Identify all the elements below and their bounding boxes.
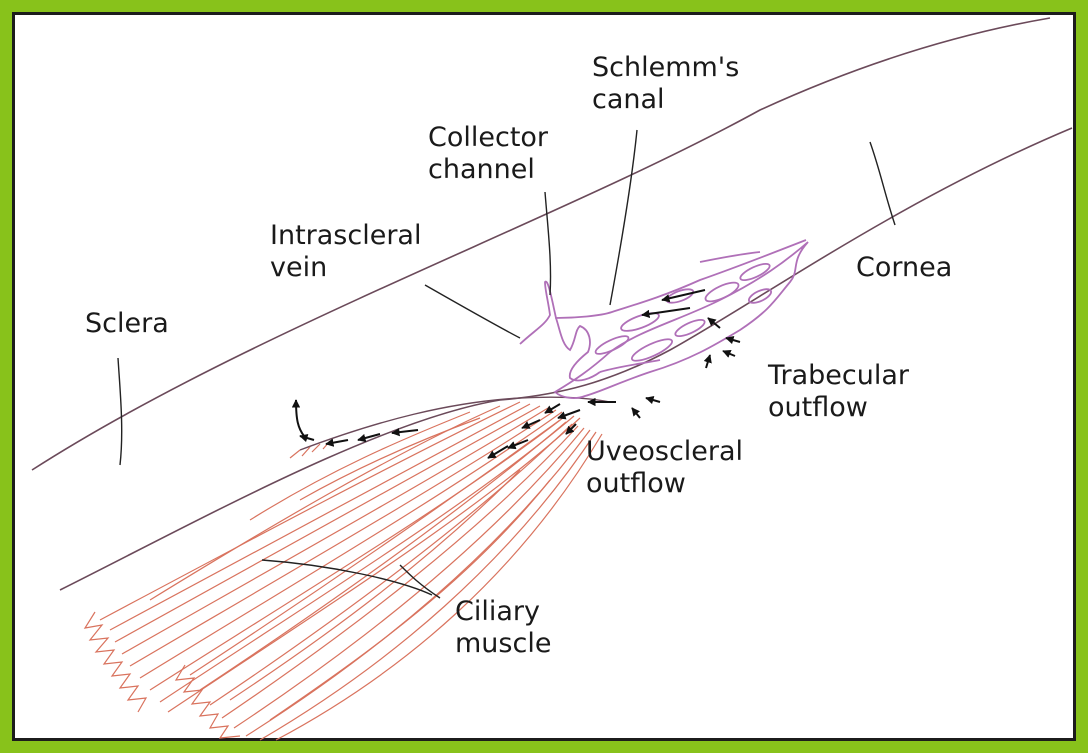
ciliary-muscle-label: Ciliary muscle [455, 596, 551, 660]
collector-channel-label: Collector channel [428, 122, 548, 186]
uveoscleral-outflow-label: Uveoscleral outflow [586, 436, 743, 500]
sclera-label: Sclera [85, 308, 169, 340]
schlemms-canal-label: Schlemm's canal [592, 52, 739, 116]
cornea-label: Cornea [856, 252, 952, 284]
trabecular-meshwork [520, 240, 808, 398]
inner-surface [60, 128, 1072, 590]
intrascleral-vein-label: Intrascleral vein [270, 220, 421, 284]
outflow-arrows [296, 290, 740, 458]
trabecular-outflow-label: Trabecular outflow [768, 360, 909, 424]
